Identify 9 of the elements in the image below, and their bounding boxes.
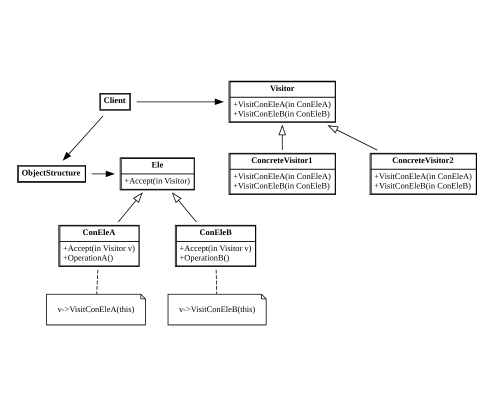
arrow	[118, 192, 143, 222]
arrow	[62, 114, 104, 160]
arrow	[327, 124, 378, 150]
connector	[96, 268, 98, 294]
connector	[216, 268, 218, 294]
arrow	[172, 192, 197, 222]
arrow	[136, 98, 224, 105]
arrow	[91, 170, 115, 177]
arrow	[278, 124, 286, 150]
